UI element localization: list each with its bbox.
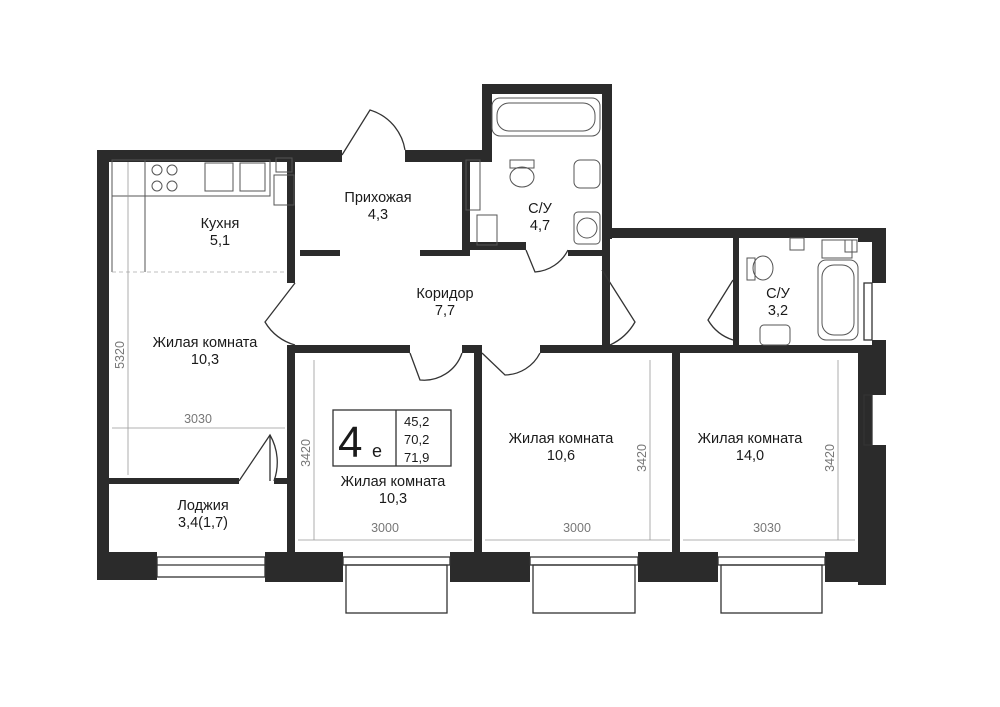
room-bedroom-b-name: Жилая комната (509, 431, 615, 447)
badge-total-area: 70,2 (404, 432, 429, 447)
fixtures (111, 97, 859, 346)
room-kitchen-name: Кухня (201, 216, 240, 232)
dim-room-c-width: 3030 (753, 521, 781, 535)
badge-type: е (372, 441, 382, 461)
doors (238, 109, 734, 482)
room-loggia-name: Лоджия (177, 498, 228, 514)
badge-room-count: 4 (338, 418, 362, 467)
dim-room-b-height: 3420 (635, 444, 649, 472)
apartment-badge: 4 е 45,2 70,2 71,9 (332, 409, 452, 467)
dim-room-a-width: 3000 (371, 521, 399, 535)
room-bedroom-c-name: Жилая комната (698, 431, 804, 447)
room-bedroom-a-name: Жилая комната (341, 474, 447, 490)
dim-left-height: 5320 (113, 341, 127, 369)
room-bath2-name: С/У (766, 286, 791, 302)
room-loggia-area: 3,4(1,7) (178, 515, 228, 531)
badge-living-area: 45,2 (404, 414, 429, 429)
dimension-lines (112, 162, 855, 541)
room-corridor-area: 7,7 (435, 303, 455, 319)
dim-room-b-width: 3000 (563, 521, 591, 535)
room-bath1-name: С/У (528, 201, 553, 217)
room-bedroom-b-area: 10,6 (547, 448, 575, 464)
badge-total-area-loggia: 71,9 (404, 450, 429, 465)
dim-room-a-height: 3420 (299, 439, 313, 467)
room-living-left-name: Жилая комната (153, 335, 259, 351)
windows (156, 282, 873, 614)
dim-left-width: 3030 (184, 412, 212, 426)
room-bedroom-c-area: 14,0 (736, 448, 764, 464)
room-bath2-area: 3,2 (768, 303, 788, 319)
room-bath1-area: 4,7 (530, 218, 550, 234)
room-hallway-area: 4,3 (368, 207, 388, 223)
dim-room-c-height: 3420 (823, 444, 837, 472)
room-bedroom-a-area: 10,3 (379, 491, 407, 507)
room-hallway-name: Прихожая (344, 190, 411, 206)
room-kitchen-area: 5,1 (210, 233, 230, 249)
room-corridor-name: Коридор (416, 286, 473, 302)
room-living-left-area: 10,3 (191, 352, 219, 368)
